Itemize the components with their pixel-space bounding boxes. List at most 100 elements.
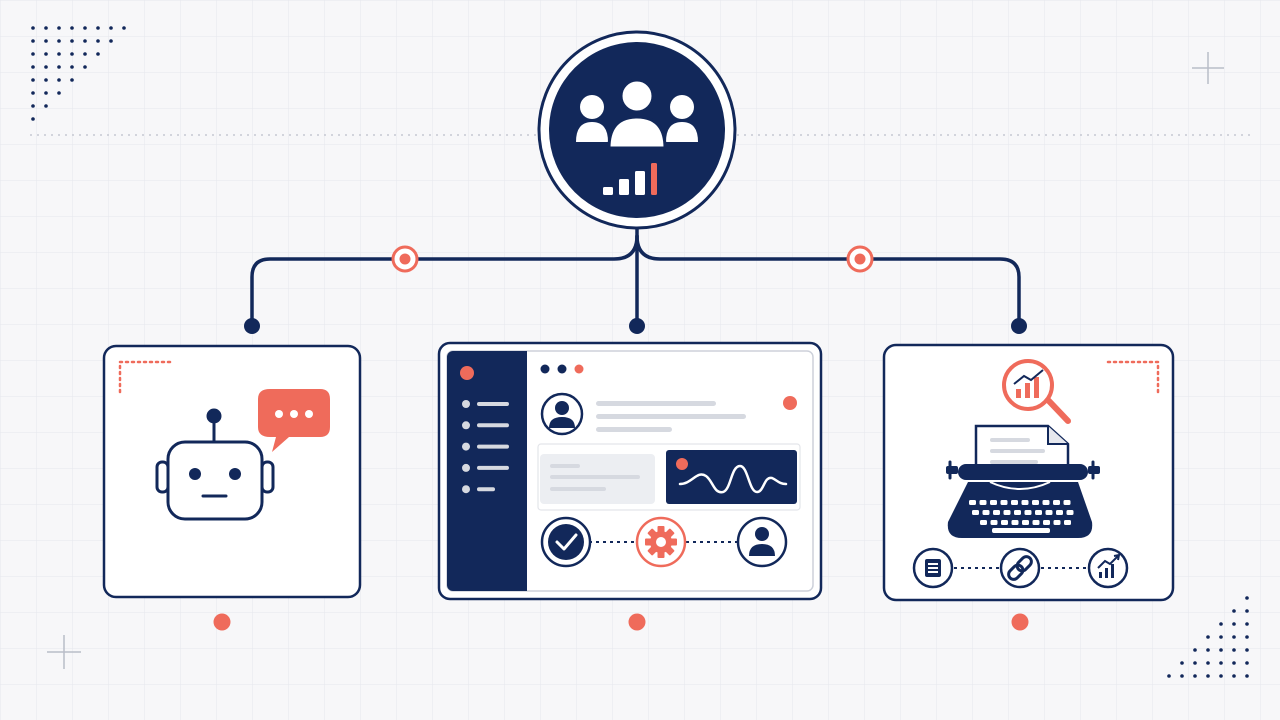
decor-dot bbox=[1206, 648, 1210, 652]
decor-dot bbox=[1245, 609, 1249, 613]
decor-dot bbox=[1245, 648, 1249, 652]
decor-dot bbox=[44, 91, 48, 95]
decor-dot bbox=[1232, 635, 1236, 639]
connector-endpoint-left bbox=[244, 318, 260, 334]
decor-dot bbox=[57, 78, 61, 82]
typewriter-key bbox=[1014, 510, 1021, 515]
typewriter-key bbox=[1011, 520, 1019, 525]
decor-dot bbox=[109, 39, 113, 43]
decor-dot bbox=[31, 52, 35, 56]
connector-endpoint-center bbox=[629, 318, 645, 334]
typewriter-key bbox=[1053, 500, 1060, 505]
decor-dot bbox=[83, 52, 87, 56]
decor-dot bbox=[31, 26, 35, 30]
chat-bubble-icon bbox=[258, 389, 330, 452]
decor-dot bbox=[1206, 674, 1210, 678]
decor-dot bbox=[1232, 674, 1236, 678]
decor-dot bbox=[1219, 674, 1223, 678]
corner-dots-top-left bbox=[31, 26, 126, 121]
window-controls bbox=[540, 364, 584, 374]
decor-dot bbox=[57, 39, 61, 43]
typewriter-key bbox=[993, 510, 1000, 515]
decor-dot bbox=[1206, 661, 1210, 665]
typewriter-key bbox=[1063, 500, 1071, 505]
decor-dot bbox=[1219, 661, 1223, 665]
decor-dot bbox=[1232, 661, 1236, 665]
profile-text-line bbox=[596, 427, 672, 432]
connector-lines bbox=[250, 226, 1021, 328]
decor-dot bbox=[96, 26, 100, 30]
check-icon bbox=[540, 516, 592, 568]
corner-dots-bottom-right bbox=[1167, 596, 1249, 678]
user-icon bbox=[736, 516, 788, 568]
junction-node-right bbox=[846, 245, 874, 273]
link-icon bbox=[999, 547, 1041, 589]
decor-dot bbox=[83, 65, 87, 69]
decor-dot bbox=[70, 65, 74, 69]
decor-dot bbox=[1232, 622, 1236, 626]
typewriter-key bbox=[1032, 520, 1040, 525]
decor-dot bbox=[44, 65, 48, 69]
sidebar-item-line bbox=[477, 423, 509, 428]
typewriter-key bbox=[1001, 520, 1008, 525]
junction-node-left bbox=[391, 245, 419, 273]
team-hub bbox=[537, 30, 737, 230]
decor-dot bbox=[1167, 674, 1171, 678]
typewriter-key bbox=[969, 500, 976, 505]
profile-text-line bbox=[596, 401, 716, 406]
sidebar-item-line bbox=[477, 465, 509, 470]
typewriter-key bbox=[990, 500, 997, 505]
decor-dot bbox=[44, 78, 48, 82]
typewriter-key bbox=[1024, 510, 1032, 515]
decor-dot bbox=[1219, 622, 1223, 626]
magnifier-chart-icon bbox=[1002, 359, 1071, 424]
typewriter-key bbox=[1000, 500, 1008, 505]
decor-dot bbox=[44, 26, 48, 30]
decor-dot bbox=[44, 39, 48, 43]
sidebar-item-bullet bbox=[462, 400, 470, 408]
plus-mark-top-right bbox=[1192, 52, 1224, 84]
decor-dot bbox=[1245, 674, 1249, 678]
decor-dot bbox=[70, 52, 74, 56]
typewriter-key bbox=[1064, 520, 1071, 525]
typewriter-spacebar bbox=[992, 528, 1050, 533]
typewriter-key bbox=[972, 510, 979, 515]
user-avatar-icon bbox=[540, 392, 584, 436]
signal-bars-icon bbox=[603, 163, 657, 195]
output-dot-center bbox=[628, 613, 646, 631]
decor-dot bbox=[83, 39, 87, 43]
typewriter-key bbox=[1021, 500, 1029, 505]
output-dot-right bbox=[1011, 613, 1029, 631]
notification-dot bbox=[783, 396, 797, 410]
decor-dot bbox=[1245, 596, 1249, 600]
gear-icon bbox=[635, 516, 687, 568]
signal-bar bbox=[603, 187, 613, 195]
decor-dot bbox=[31, 65, 35, 69]
plus-mark-bottom-left bbox=[47, 635, 81, 669]
sidebar-logo-dot bbox=[460, 366, 474, 380]
typewriter-key bbox=[979, 500, 987, 505]
decor-dot bbox=[1180, 661, 1184, 665]
decor-dot bbox=[83, 26, 87, 30]
typewriter-key bbox=[1032, 500, 1039, 505]
decor-dot bbox=[70, 78, 74, 82]
decor-dot bbox=[1206, 635, 1210, 639]
sidebar-item-bullet bbox=[462, 442, 470, 451]
robot-icon bbox=[155, 408, 275, 521]
decor-dot bbox=[109, 26, 113, 30]
typewriter-key bbox=[1066, 510, 1074, 515]
trend-chart-icon bbox=[1087, 547, 1129, 589]
sidebar-menu bbox=[462, 400, 509, 494]
typewriter-key bbox=[1022, 520, 1029, 525]
chatbot-card bbox=[102, 344, 362, 599]
decor-dot bbox=[31, 117, 35, 121]
decor-dot bbox=[1193, 648, 1197, 652]
typewriter-key bbox=[990, 520, 998, 525]
decor-dot bbox=[31, 39, 35, 43]
decor-dot bbox=[70, 39, 74, 43]
signal-bar bbox=[619, 179, 629, 195]
decor-dot bbox=[1219, 635, 1223, 639]
decor-dot bbox=[1193, 674, 1197, 678]
decor-dot bbox=[122, 26, 126, 30]
